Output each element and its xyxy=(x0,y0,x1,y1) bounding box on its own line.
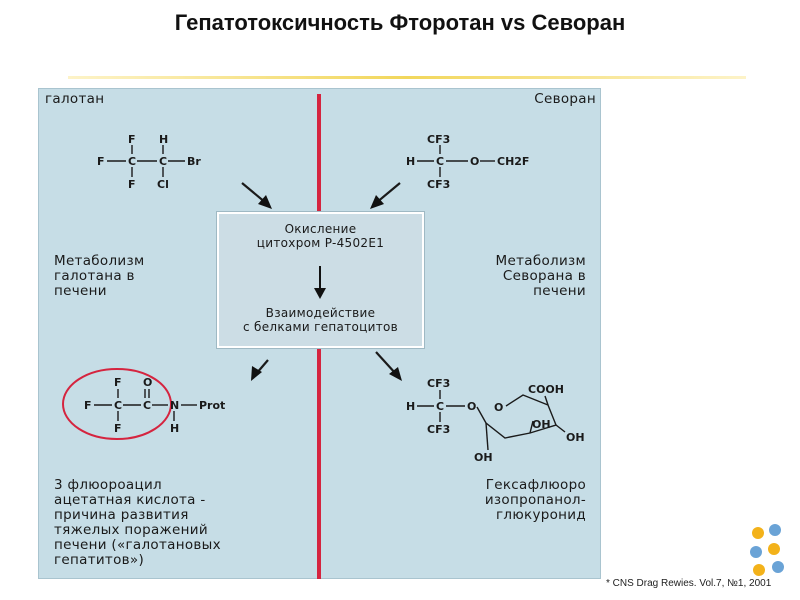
atom-label: OH xyxy=(474,451,493,464)
atom-label: Prot xyxy=(199,399,225,412)
atom-label: F xyxy=(97,155,105,168)
sevoflurane-product-line-2: изопропанол- xyxy=(484,492,586,508)
atom-label: O xyxy=(494,401,503,414)
arrow-box-to-tfa xyxy=(251,359,269,381)
halothane-metabolism-line-1: Метаболизм xyxy=(54,253,145,269)
atom-label: H xyxy=(159,133,168,146)
halothane-metabolism-line-3: печени xyxy=(54,283,107,299)
atom-label: H xyxy=(170,422,179,435)
highlight-circle xyxy=(62,368,172,440)
atom-label: N xyxy=(170,399,179,412)
arrow-halothane-to-box xyxy=(241,182,272,209)
atom-label: F xyxy=(114,422,122,435)
atom-label: CH2F xyxy=(497,155,529,168)
title-underline xyxy=(68,76,746,79)
sevoflurane-header: Севоран xyxy=(534,91,596,107)
halothane-header: галотан xyxy=(45,91,105,107)
halothane-product-line-3: причина развития xyxy=(54,507,189,523)
page-title: Гепатотоксичность Фторотан vs Севоран xyxy=(174,10,626,35)
atom-label: Br xyxy=(187,155,201,168)
halothane-product-line-1: 3 флюороацил xyxy=(54,477,162,493)
sevoflurane-metabolism-label: Метаболизм Севорана в печени xyxy=(440,254,586,299)
atom-label: H xyxy=(406,155,415,168)
atom-label: O xyxy=(143,376,152,389)
atom-label: OH xyxy=(566,431,585,444)
halothane-metabolism-line-2: галотана в xyxy=(54,268,135,284)
sevoflurane-product-label: Гексафлюоро изопропанол- глюкуронид xyxy=(420,478,586,523)
arrow-sevoflurane-to-box xyxy=(370,182,401,209)
atom-label: H xyxy=(406,400,415,413)
halothane-product-line-5: печени («галотановых xyxy=(54,537,221,553)
atom-label: CF3 xyxy=(427,377,450,390)
oxidation-label: Окисление xyxy=(284,222,357,236)
atom-label: C xyxy=(159,155,167,168)
cytochrome-label: цитохром P-4502E1 xyxy=(256,236,385,250)
hepatocyte-proteins-label: с белками гепатоцитов xyxy=(242,320,399,334)
atom-label: F xyxy=(128,133,136,146)
box-down-arrow xyxy=(314,266,326,299)
atom-label: C xyxy=(114,399,122,412)
logo-icon xyxy=(750,524,784,576)
arrow-box-to-hfip xyxy=(375,351,402,381)
halothane-metabolism-label: Метаболизм галотана в печени xyxy=(54,254,144,299)
cytochrome-oxidation-box: Окисление цитохром P-4502E1 Взаимодейств… xyxy=(217,212,424,348)
atom-label: CF3 xyxy=(427,423,450,436)
sevoflurane-metabolism-line-1: Метаболизм xyxy=(495,253,586,269)
sevoflurane-metabolism-line-3: печени xyxy=(533,283,586,299)
interaction-label: Взаимодействие xyxy=(265,306,376,320)
atom-label: Cl xyxy=(157,178,169,191)
atom-label: C xyxy=(436,155,444,168)
atom-label: C xyxy=(143,399,151,412)
atom-label: CF3 xyxy=(427,133,450,146)
atom-label: C xyxy=(128,155,136,168)
atom-label: F xyxy=(128,178,136,191)
halothane-product-line-2: ацетатная кислота - xyxy=(54,492,206,508)
atom-label: O xyxy=(470,155,479,168)
atom-label: F xyxy=(84,399,92,412)
halothane-product-line-6: гепатитов») xyxy=(54,552,145,568)
atom-label: O xyxy=(467,400,476,413)
citation-footnote: * CNS Drag Rewies. Vol.7, №1, 2001 xyxy=(606,578,772,589)
atom-label: F xyxy=(114,376,122,389)
atom-label: CF3 xyxy=(427,178,450,191)
atom-label: C xyxy=(436,400,444,413)
halothane-product-line-4: тяжелых поражений xyxy=(54,522,208,538)
sevoflurane-product-line-3: глюкуронид xyxy=(496,507,586,523)
sevoflurane-product-line-1: Гексафлюоро xyxy=(485,477,586,493)
halothane-product-label: 3 флюороацил ацетатная кислота - причина… xyxy=(54,478,221,568)
sevoflurane-metabolism-line-2: Севорана в xyxy=(502,268,586,284)
atom-label: COOH xyxy=(528,383,564,396)
